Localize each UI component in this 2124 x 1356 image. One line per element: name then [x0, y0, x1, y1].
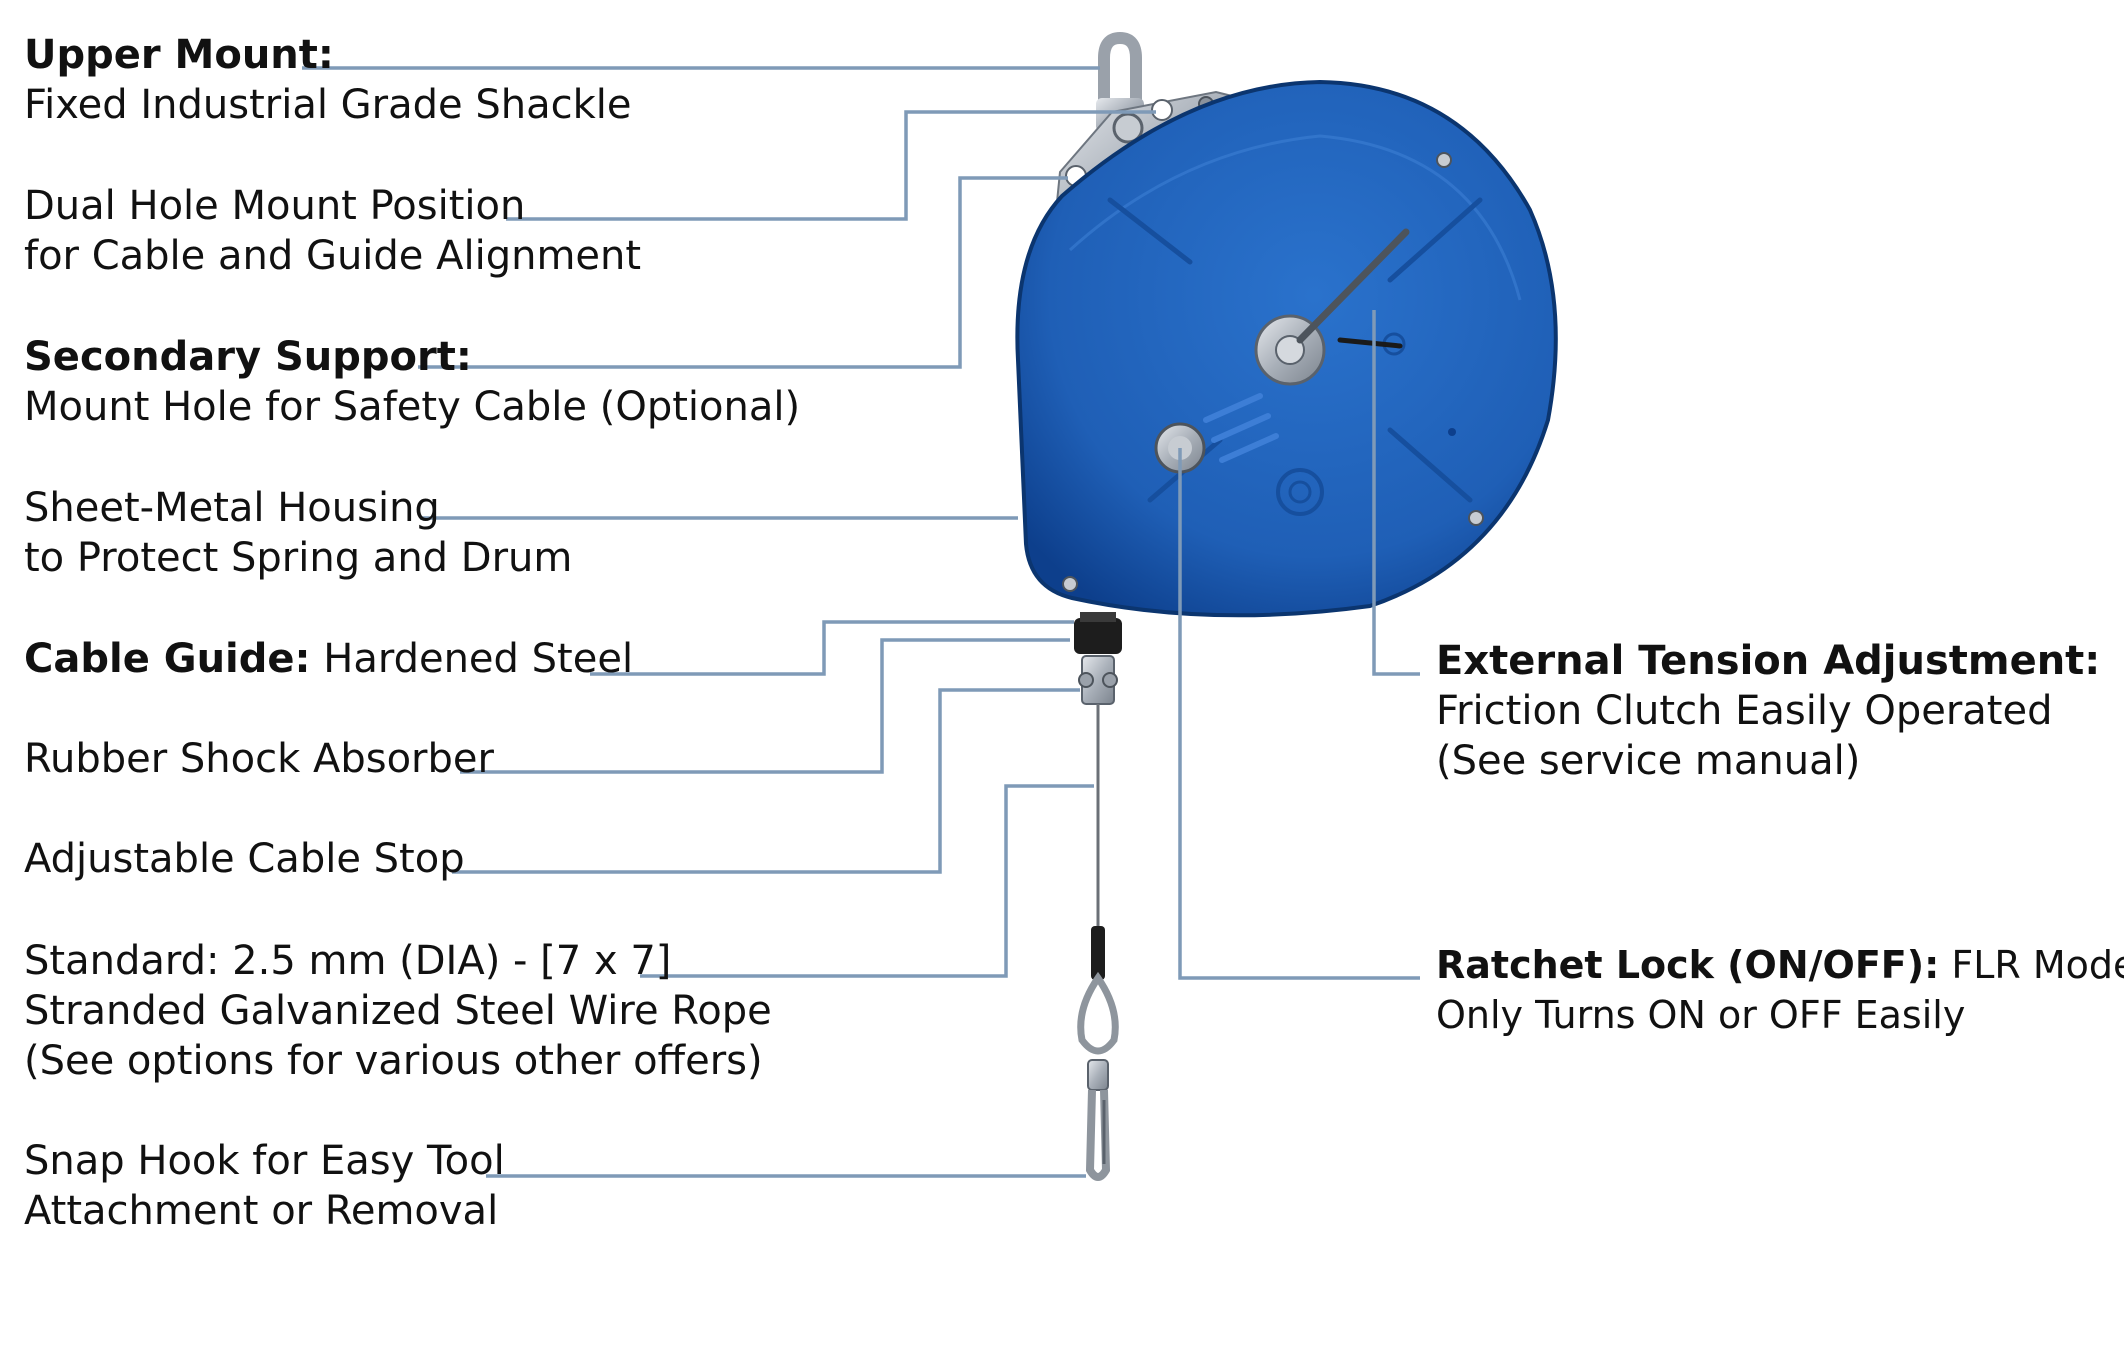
callout-housing-line2: to Protect Spring and Drum	[24, 535, 573, 581]
callout-snap-hook-line2: Attachment or Removal	[24, 1188, 499, 1234]
callout-wire-rope-line3: (See options for various other offers)	[24, 1038, 763, 1084]
callout-tension-adjustment-line3: (See service manual)	[1436, 738, 1861, 784]
callout-tension-adjustment-line2: Friction Clutch Easily Operated	[1436, 688, 2053, 734]
leader-tension-adjustment	[1372, 310, 1420, 676]
leader-secondary-support	[418, 176, 1068, 369]
callout-dual-hole-line2: for Cable and Guide Alignment	[24, 233, 642, 279]
callout-ratchet-lock: Ratchet Lock (ON/OFF): FLR Models Only T…	[1436, 940, 2124, 1040]
callout-housing: Sheet-Metal Housing to Protect Spring an…	[24, 483, 572, 583]
tension-adjustment	[1254, 228, 1410, 386]
callout-tension-adjustment-title: External Tension Adjustment:	[1436, 638, 2101, 684]
callout-upper-mount-title: Upper Mount:	[24, 32, 334, 78]
callout-upper-mount: Upper Mount: Fixed Industrial Grade Shac…	[24, 30, 631, 130]
upper-mount-hole	[1151, 99, 1173, 121]
callout-wire-rope: Standard: 2.5 mm (DIA) - [7 x 7] Strande…	[24, 936, 772, 1086]
callout-snap-hook: Snap Hook for Easy Tool Attachment or Re…	[24, 1136, 505, 1236]
callout-housing-line1: Sheet-Metal Housing	[24, 485, 440, 531]
callout-cable-guide-desc: Hardened Steel	[310, 636, 634, 682]
callout-secondary-support-title: Secondary Support:	[24, 334, 472, 380]
spring-balancer-illustration	[1015, 31, 1558, 1181]
callout-shock-absorber: Rubber Shock Absorber	[24, 734, 494, 784]
callout-cable-guide-title: Cable Guide:	[24, 636, 311, 682]
callout-upper-mount-desc: Fixed Industrial Grade Shackle	[24, 82, 632, 128]
callout-ratchet-lock-title: Ratchet Lock (ON/OFF):	[1436, 943, 1940, 987]
callout-wire-rope-line1: Standard: 2.5 mm (DIA) - [7 x 7]	[24, 938, 672, 984]
callout-dual-hole-line1: Dual Hole Mount Position	[24, 183, 526, 229]
leader-lines	[302, 66, 1420, 1178]
leader-cable-guide	[590, 620, 1074, 676]
callout-cable-guide: Cable Guide: Hardened Steel	[24, 634, 633, 684]
callout-secondary-support: Secondary Support: Mount Hole for Safety…	[24, 332, 800, 432]
callout-snap-hook-line1: Snap Hook for Easy Tool	[24, 1138, 505, 1184]
cable-guide	[1074, 612, 1122, 654]
leader-ratchet-lock	[1178, 448, 1420, 980]
callout-shock-absorber-line1: Rubber Shock Absorber	[24, 736, 494, 782]
callout-ratchet-lock-desc: FLR Models	[1951, 943, 2124, 987]
callout-cable-stop-line1: Adjustable Cable Stop	[24, 836, 465, 882]
callout-cable-stop: Adjustable Cable Stop	[24, 834, 465, 884]
snap-hook	[1077, 971, 1119, 1181]
callout-dual-hole: Dual Hole Mount Position for Cable and G…	[24, 181, 641, 281]
callout-secondary-support-desc: Mount Hole for Safety Cable (Optional)	[24, 384, 801, 430]
leader-cable-stop	[452, 688, 1080, 874]
rope-ferrule	[1091, 926, 1105, 980]
callout-ratchet-lock-line2: Only Turns ON or OFF Easily	[1436, 993, 1966, 1037]
leader-dual-hole	[506, 110, 1156, 221]
callout-tension-adjustment: External Tension Adjustment: Friction Cl…	[1436, 636, 2100, 786]
callout-wire-rope-line2: Stranded Galvanized Steel Wire Rope	[24, 988, 772, 1034]
cable-stop	[1078, 655, 1118, 705]
leader-wire-rope	[640, 784, 1094, 978]
leader-shock-absorber	[460, 638, 1070, 774]
